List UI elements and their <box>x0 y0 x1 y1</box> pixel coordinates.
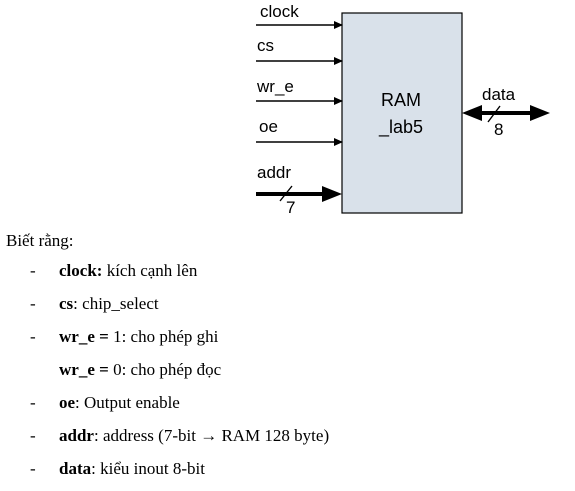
data-bus-slash <box>487 105 501 123</box>
oe-label: oe <box>259 117 278 136</box>
note-item-wr-e-write: - wr_e = 1: cho phép ghi <box>6 326 566 359</box>
addr-label: addr <box>257 163 291 182</box>
note-item-addr: - addr: address (7-bit → RAM 128 byte) <box>6 425 566 458</box>
note-text: : address (7-bit → RAM 128 byte) <box>93 426 330 445</box>
note-text: : chip_select <box>73 294 159 313</box>
note-key: addr <box>59 426 94 445</box>
note-bullet: - <box>30 294 36 313</box>
note-item-oe: - oe: Output enable <box>6 392 566 425</box>
note-key: cs <box>59 294 74 313</box>
note-bullet: - <box>30 261 36 280</box>
data-bus-arrowhead-left <box>462 105 482 121</box>
ram-block-subtitle: _lab5 <box>378 117 423 138</box>
note-item-wr-e-read: wr_e = 0: cho phép đọc <box>6 359 566 392</box>
note-bullet: - <box>30 426 36 445</box>
ram-block-diagram: RAM _lab5 clock cs wr_e oe addr 7 data 8 <box>256 2 550 217</box>
note-key: oe <box>59 393 76 412</box>
addr-bus-slash <box>279 185 293 202</box>
note-text: 0: cho phép đọc <box>108 360 222 379</box>
note-item-clock: - clock: kích cạnh lên <box>6 260 566 293</box>
note-key: wr_e = <box>59 360 109 379</box>
note-key: clock: <box>59 261 103 280</box>
note-bullet: - <box>30 393 36 412</box>
note-item-data: - data: kiểu inout 8-bit <box>6 458 566 491</box>
note-item-cs: - cs: chip_select <box>6 293 566 326</box>
ram-block-title: RAM <box>381 90 421 110</box>
note-text: : Output enable <box>75 393 180 412</box>
note-text: : kiểu inout 8-bit <box>91 459 205 478</box>
addr-bus-arrowhead <box>322 186 342 202</box>
note-bullet: - <box>30 459 36 478</box>
data-label: data <box>482 85 516 104</box>
note-text: kích cạnh lên <box>102 261 198 280</box>
data-bus-arrowhead-right <box>530 105 550 121</box>
cs-label: cs <box>257 36 274 55</box>
data-width-label: 8 <box>494 120 503 139</box>
note-bullet: - <box>30 327 36 346</box>
clock-label: clock <box>260 2 299 21</box>
note-key: wr_e = <box>59 327 109 346</box>
addr-width-label: 7 <box>286 198 295 217</box>
notes-intro: Biết rằng: <box>6 231 74 250</box>
note-key: data <box>59 459 92 478</box>
wr-e-label: wr_e <box>256 77 294 96</box>
ram-block <box>341 12 463 214</box>
note-text: 1: cho phép ghi <box>108 327 219 346</box>
signal-notes: Biết rằng: - clock: kích cạnh lên - cs: … <box>6 230 566 491</box>
